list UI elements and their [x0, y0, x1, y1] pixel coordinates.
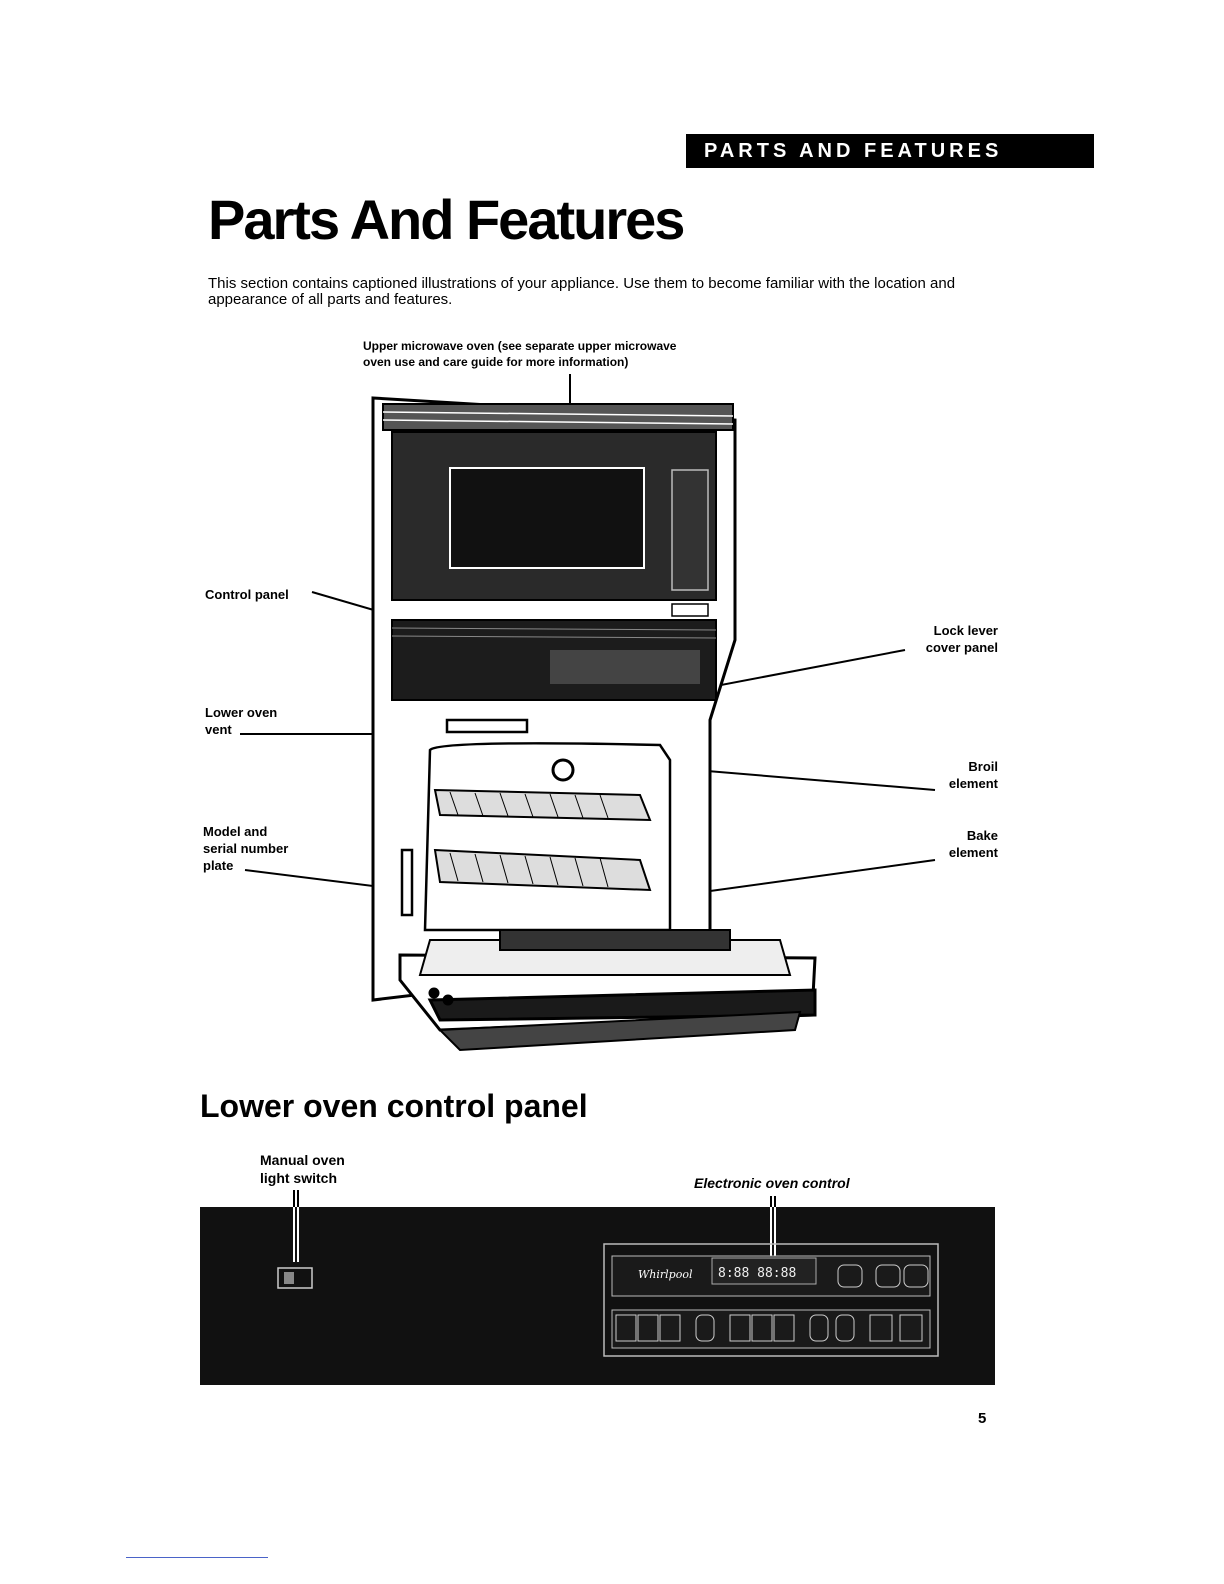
oven-racks — [433, 788, 652, 892]
callout-broil-element: Broil element — [948, 759, 998, 791]
section-header-tab: PARTS AND FEATURES — [686, 134, 1094, 168]
upper-microwave — [391, 431, 717, 617]
page-number: 5 — [978, 1410, 987, 1427]
section-header-label: PARTS AND FEATURES — [704, 140, 1003, 162]
page-title: Parts And Features — [208, 188, 685, 251]
callout-lower-oven-vent: Lower oven vent — [205, 705, 278, 737]
intro-paragraph: This section contains captioned illustra… — [208, 275, 956, 308]
callout-control-panel: Control panel — [205, 587, 289, 602]
callout-bake-element: Bake element — [948, 828, 998, 860]
callout-model-plate: Model and serial number plate — [203, 824, 289, 873]
electronic-oven-control[interactable] — [603, 1243, 939, 1357]
footer-rule — [126, 1557, 268, 1558]
label-light-switch: Manual oven light switch — [260, 1152, 345, 1186]
callout-upper-microwave: Upper microwave oven (see separate upper… — [363, 339, 677, 369]
oven-control-panel — [391, 619, 717, 701]
oven-door-open — [398, 929, 817, 1052]
callout-lock-lever: Lock lever cover panel — [925, 623, 998, 655]
brand-logo: Whirlpool — [638, 1268, 693, 1281]
section-title-control-panel: Lower oven control panel — [200, 1088, 588, 1124]
display-digits: 8:88 88:88 — [718, 1266, 796, 1281]
label-electronic-control: Electronic oven control — [694, 1175, 850, 1191]
light-switch[interactable] — [277, 1267, 313, 1289]
